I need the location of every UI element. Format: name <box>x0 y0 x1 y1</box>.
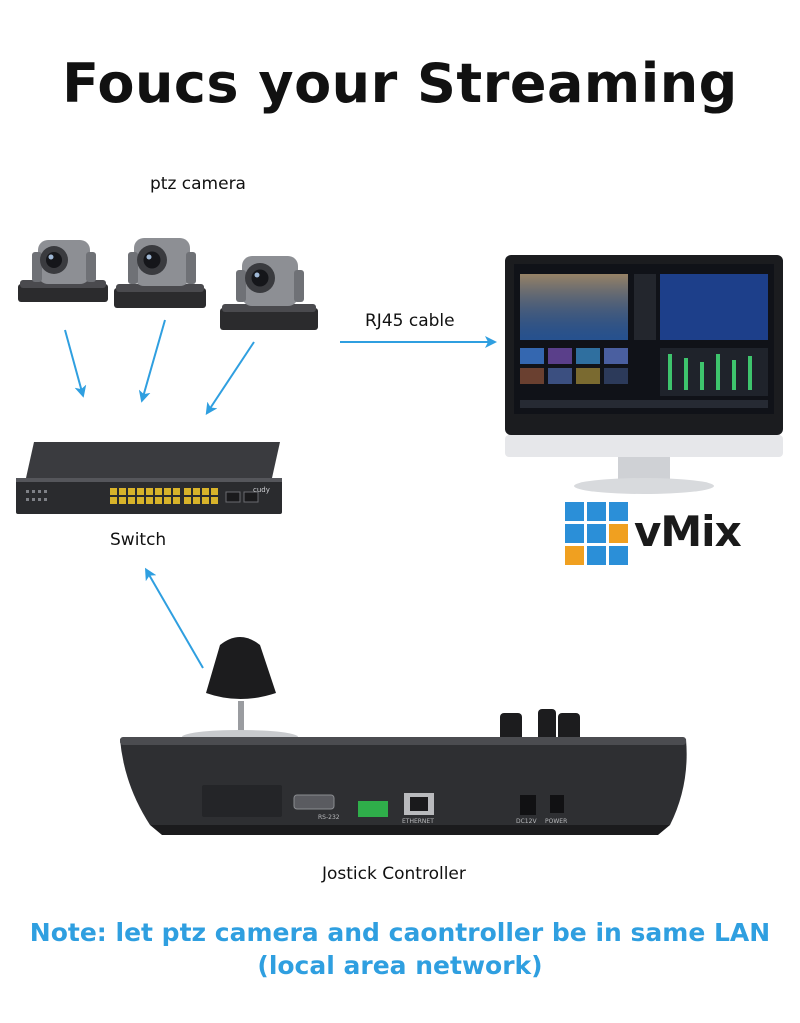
ptz-cameras <box>18 238 318 330</box>
power-marking: POWER <box>545 818 568 825</box>
cameras-label: ptz camera <box>150 174 246 194</box>
note-line-2: (local area network) <box>257 951 543 980</box>
cable-label: RJ45 cable <box>365 311 455 331</box>
note-line-1: Note: let ptz camera and caontroller be … <box>29 918 771 947</box>
vmix-logo-icon <box>565 502 628 565</box>
monitor-vmix-screen <box>505 255 783 494</box>
page-title: Foucs your Streaming <box>62 52 738 115</box>
arrow-camera3-switch <box>205 341 255 416</box>
ethernet-marking: ETHERNET <box>402 818 434 825</box>
controller-label: Jostick Controller <box>322 864 466 884</box>
ptz-camera-2 <box>114 238 206 308</box>
switch-label: Switch <box>110 530 167 550</box>
ptz-camera-3 <box>220 256 318 330</box>
ptz-camera-1 <box>18 240 108 302</box>
dc-marking: DC12V <box>516 818 537 825</box>
joystick-controller <box>120 637 687 835</box>
rs232-marking: RS-232 <box>318 814 340 821</box>
network-switch <box>16 442 282 514</box>
vmix-logo-text: vMix <box>634 507 742 556</box>
arrow-camera1-switch <box>64 329 87 398</box>
arrow-camera2-switch <box>138 319 166 403</box>
arrow-controller-switch <box>144 567 204 669</box>
switch-brand: cudy <box>253 486 270 494</box>
